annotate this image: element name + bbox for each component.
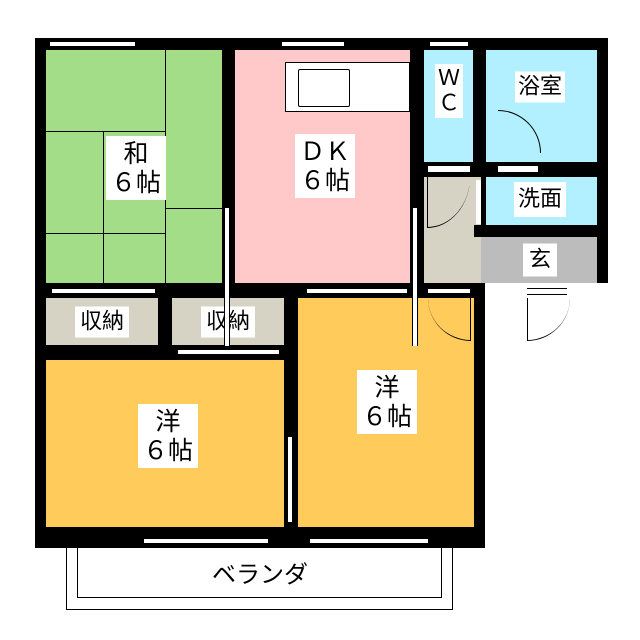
window [50, 41, 135, 47]
sliding-door[interactable] [52, 288, 155, 294]
veranda [66, 548, 453, 610]
entrance-label: 玄 [522, 243, 558, 277]
window [430, 41, 468, 47]
door-frame [428, 288, 470, 294]
window [310, 538, 428, 544]
western-right-label: 洋 ６帖 [356, 370, 418, 434]
sliding-door[interactable] [287, 437, 293, 522]
window [282, 41, 344, 47]
sink-icon [298, 69, 350, 107]
sliding-door[interactable] [307, 288, 407, 294]
washroom-door[interactable] [476, 180, 481, 224]
western-left-label: 洋 ６帖 [137, 404, 199, 468]
sliding-door[interactable] [412, 208, 418, 346]
storage-1-label: 収納 [74, 306, 130, 338]
dk-label: ＤＫ ６帖 [294, 134, 356, 198]
wall-washroom [474, 225, 608, 237]
bath-label: 浴室 [514, 71, 566, 103]
bath-door-frame [498, 165, 538, 173]
room-bath [486, 50, 597, 162]
veranda-label: ベランダ [212, 560, 308, 589]
washroom-label: 洗面 [513, 182, 567, 217]
entrance-door-icon[interactable] [527, 298, 570, 341]
sliding-door[interactable] [178, 349, 279, 355]
wc-label: Ｗ Ｃ [434, 64, 464, 118]
kitchen-counter [285, 62, 410, 112]
window [144, 538, 268, 544]
wc-door-frame [428, 165, 470, 173]
entrance-door-frame [527, 288, 567, 295]
washitsu-label: 和 ６帖 [105, 136, 167, 200]
sliding-door[interactable] [224, 208, 230, 346]
